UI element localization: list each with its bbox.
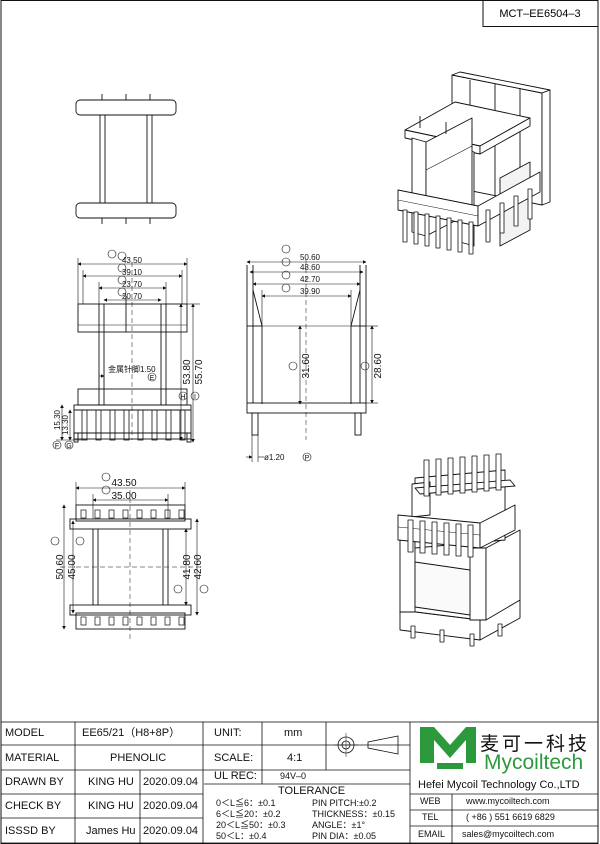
dim-pin-dia: ø1.20 xyxy=(264,453,285,462)
tol-pin-pitch: PIN PITCH:±0.2 xyxy=(312,798,377,808)
dim-41-80: 41.80 xyxy=(182,554,193,579)
label-e: E xyxy=(150,375,155,382)
dim-50-60: 50.60 xyxy=(300,253,321,262)
drawn-by-name: KING HU xyxy=(88,776,134,788)
web-link[interactable]: www.mycoiltech.com xyxy=(466,796,550,806)
issued-by-label: ISSSD BY xyxy=(5,825,56,837)
issued-by-name: James Hu xyxy=(86,825,136,837)
model-value: EE65/21（H8+8P） xyxy=(82,727,181,739)
front-dimensions xyxy=(56,249,200,443)
drawing-code-box: MCT–EE6504–3 xyxy=(482,0,599,27)
company-logo xyxy=(420,727,476,769)
web-label: WEB xyxy=(420,796,441,806)
label-g: G xyxy=(66,443,71,450)
tolerance-label: TOLERANCE xyxy=(278,785,346,797)
dim-31-60: 31.60 xyxy=(301,353,312,378)
tol-2: 6＜L≦20：±0.2 xyxy=(216,809,281,819)
tol-thickness: THICKNESS：±0.15 xyxy=(312,809,395,819)
dim-top-43-50: 43.50 xyxy=(111,478,136,489)
label-h: H xyxy=(180,394,185,401)
tol-pin-dia: PIN DIA：±0.05 xyxy=(312,831,376,841)
front-dim-labels: 43.50 39.10 23.70 20.70 金属针脚1.50 53.80 5… xyxy=(52,251,205,450)
drawn-by-date: 2020.09.04 xyxy=(143,776,199,788)
metal-pin-note: 金属针脚1.50 xyxy=(108,364,156,374)
issued-by-date: 2020.09.04 xyxy=(143,825,199,837)
email-label: EMAIL xyxy=(418,829,446,839)
scale-label: SCALE: xyxy=(214,752,254,764)
front-view xyxy=(73,262,192,443)
unit-value: mm xyxy=(284,727,303,739)
check-by-name: KING HU xyxy=(88,800,134,812)
dim-55-70: 55.70 xyxy=(194,359,205,384)
unit-label: UNIT: xyxy=(214,727,242,739)
tol-1: 0＜L≦6：±0.1 xyxy=(216,798,276,808)
projection-symbol xyxy=(334,733,399,757)
isometric-view-lower xyxy=(397,453,521,647)
dim-48-60: 48.60 xyxy=(300,263,321,272)
dim-13-30: 13.30 xyxy=(61,414,70,435)
check-by-label: CHECK BY xyxy=(5,800,62,812)
side-dim-labels: 50.60 48.60 42.70 39.90 31.60 28.60 ø1.2… xyxy=(264,253,384,462)
dim-28-60: 28.60 xyxy=(373,353,384,378)
dim-42-70: 42.70 xyxy=(300,275,321,284)
tol-3: 20＜L≦50：±0.3 xyxy=(216,820,286,830)
drawing-code: MCT–EE6504–3 xyxy=(499,8,580,20)
dim-35-00: 35.00 xyxy=(111,491,136,502)
company-full-name: Hefei Mycoil Technology Co.,LTD xyxy=(418,779,580,791)
company-name-en: Mycoiltech xyxy=(484,751,584,774)
dim-15-30: 15.30 xyxy=(53,409,62,430)
dim-top-50-60: 50.60 xyxy=(55,554,66,579)
tel-value: ( +86 ) 551 6619 6829 xyxy=(466,812,555,822)
label-p: P xyxy=(305,455,310,462)
top-profile-view xyxy=(75,94,177,224)
label-f: F xyxy=(55,443,59,450)
tel-label: TEL xyxy=(422,812,439,822)
email-link[interactable]: sales@mycoiltech.com xyxy=(462,829,555,839)
bottom-view xyxy=(60,490,200,640)
material-label: MATERIAL xyxy=(5,752,60,764)
ul-rec-value: 94V–0 xyxy=(280,771,307,781)
material-value: PHENOLIC xyxy=(110,752,167,764)
dim-20-70: 20.70 xyxy=(122,292,143,301)
label-i: I xyxy=(194,394,196,401)
company-name-cn: 麦可一科技 xyxy=(480,733,591,755)
dim-43-50: 43.50 xyxy=(122,256,143,265)
tol-4: 50＜L：±0.4 xyxy=(216,831,267,841)
title-block-grid xyxy=(0,721,599,844)
dim-45-00: 45.00 xyxy=(67,554,78,579)
dim-53-80: 53.80 xyxy=(182,359,193,384)
check-by-date: 2020.09.04 xyxy=(143,800,199,812)
tol-angle: ANGLE：±1° xyxy=(312,820,366,830)
isometric-view-upper xyxy=(397,71,551,255)
model-label: MODEL xyxy=(5,727,45,739)
bottom-dim-labels: 43.50 35.00 50.60 45.00 41.80 42.60 xyxy=(55,478,204,580)
bottom-dimensions xyxy=(50,472,209,630)
dim-39-90: 39.90 xyxy=(300,287,321,296)
ul-rec-label: UL REC: xyxy=(214,770,257,782)
drawn-by-label: DRAWN BY xyxy=(5,776,64,788)
side-dimensions xyxy=(246,244,378,462)
dim-42-60: 42.60 xyxy=(193,554,204,579)
dim-39-10: 39.10 xyxy=(122,268,143,277)
dim-23-70: 23.70 xyxy=(122,280,143,289)
scale-value: 4:1 xyxy=(287,752,303,764)
